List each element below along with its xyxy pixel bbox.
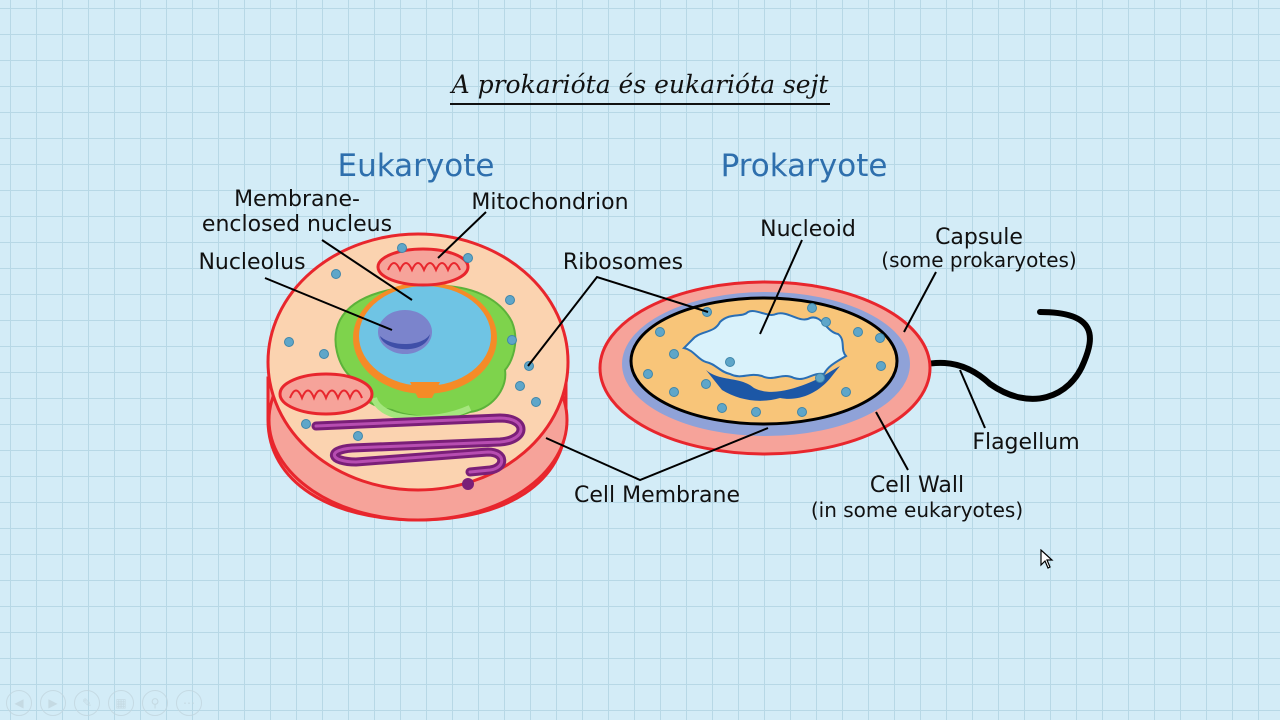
nucleolus-shade (380, 334, 430, 350)
slides-icon[interactable]: ▦ (108, 690, 134, 716)
prev-icon[interactable]: ◀ (6, 690, 32, 716)
eukaryote-cell (266, 232, 570, 522)
label-membrane-nucleus-2: enclosed nucleus (202, 212, 392, 237)
prokaryote-cell (598, 280, 1093, 456)
pen-icon[interactable]: ✎ (74, 690, 100, 716)
leader-ribosomes (527, 275, 709, 367)
nucleus-pore (410, 382, 440, 398)
smooth-er-end (462, 478, 474, 490)
label-nucleoid: Nucleoid (760, 217, 856, 242)
label-nucleolus: Nucleolus (198, 250, 305, 275)
leader-nucleoid (759, 239, 803, 335)
label-capsule-2: (some prokaryotes) (881, 248, 1076, 272)
smooth-er-inner (314, 416, 523, 474)
leader-capsule (903, 271, 937, 333)
presentation-toolbar: ◀ ▶ ✎ ▦ ⚲ ⋯ (6, 690, 202, 716)
mitochondrion-left (278, 372, 374, 416)
label-mitochondrion: Mitochondrion (471, 190, 628, 215)
label-cell-wall-1: Cell Wall (870, 473, 964, 498)
label-ribosomes: Ribosomes (563, 250, 683, 275)
eukaryote-ribosomes (284, 243, 541, 441)
more-icon[interactable]: ⋯ (176, 690, 202, 716)
slide-title: A prokarióta és eukarióta sejt (0, 70, 1280, 105)
heading-prokaryote: Prokaryote (721, 148, 888, 184)
leader-cell-membrane (545, 427, 769, 482)
leader-cell-wall (875, 411, 909, 471)
heading-eukaryote: Eukaryote (338, 148, 495, 184)
leader-membrane-nucleus (321, 239, 413, 301)
label-cell-membrane: Cell Membrane (574, 483, 740, 508)
label-membrane-nucleus-1: Membrane- (234, 187, 360, 212)
zoom-icon[interactable]: ⚲ (142, 690, 168, 716)
nucleoid-dark (706, 366, 840, 401)
nucleoid (681, 310, 848, 380)
label-flagellum: Flagellum (972, 430, 1079, 455)
flagellum (895, 309, 1093, 402)
leader-lines (264, 211, 986, 482)
slide-title-text: A prokarióta és eukarióta sejt (449, 70, 831, 105)
leader-flagellum (959, 369, 986, 429)
next-icon[interactable]: ▶ (40, 690, 66, 716)
label-cell-wall-2: (in some eukaryotes) (811, 498, 1023, 522)
mitochondrion-top (376, 247, 470, 287)
mouse-pointer-icon (1040, 549, 1054, 569)
label-capsule-1: Capsule (935, 225, 1023, 250)
leader-mitochondrion (437, 211, 487, 259)
prokaryote-ribosomes (643, 303, 886, 417)
leader-nucleolus (264, 277, 393, 331)
